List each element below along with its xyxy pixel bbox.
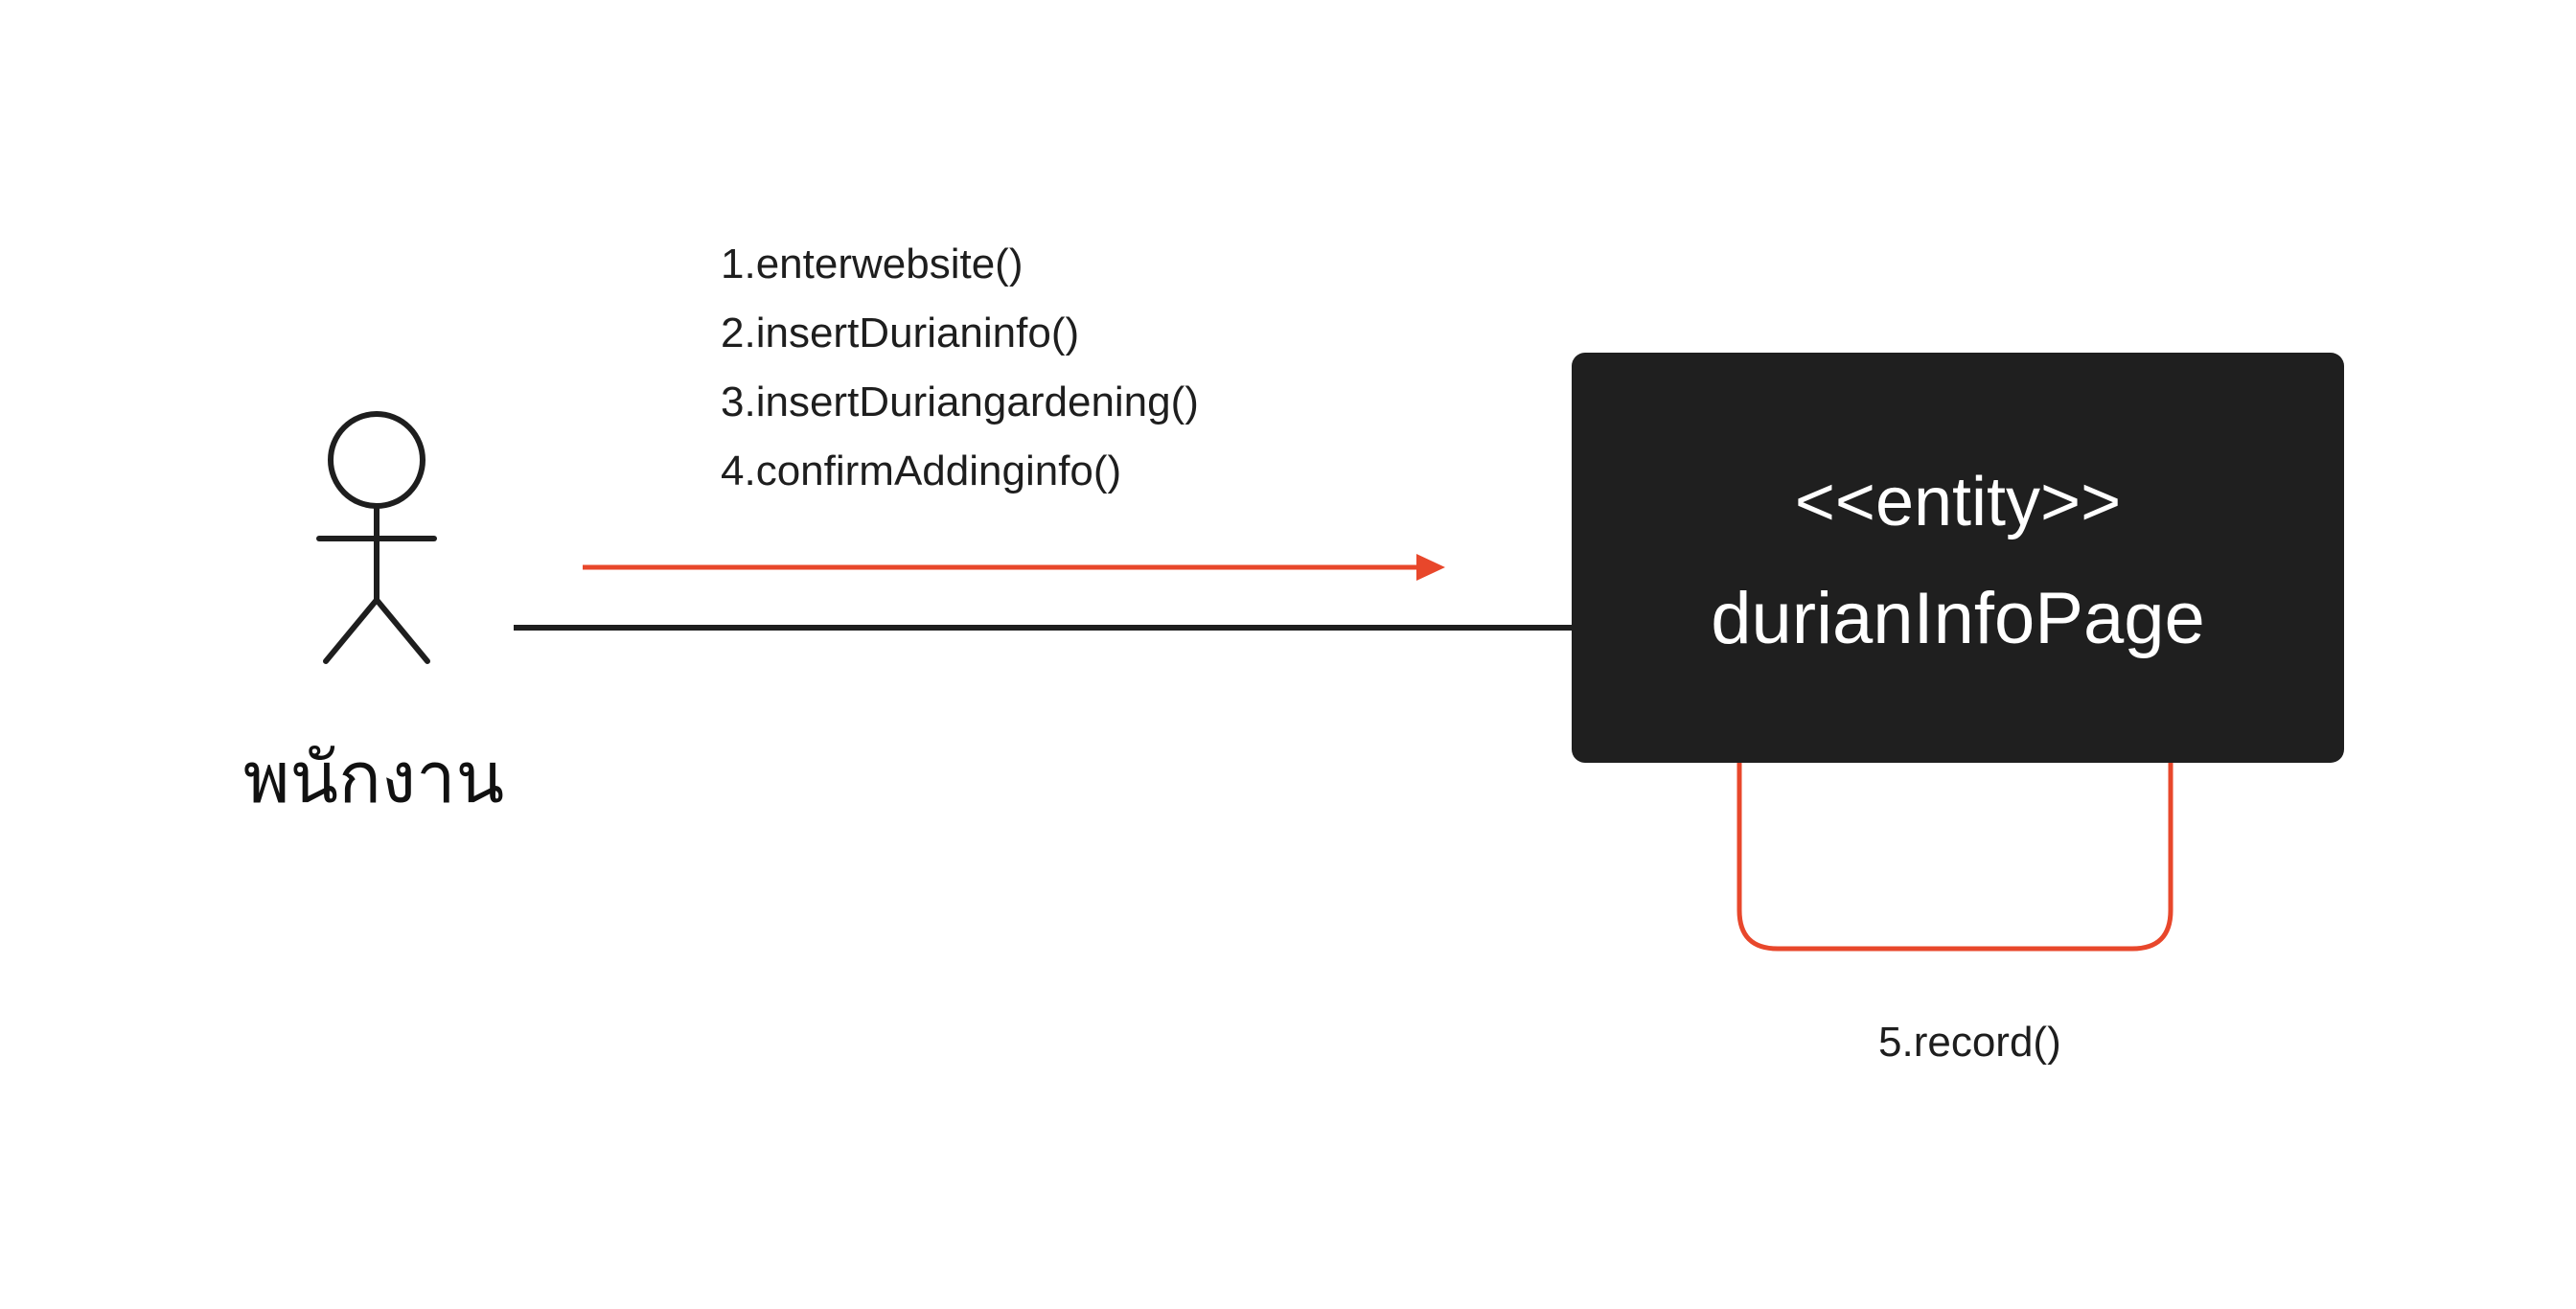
self-message-label: 5.record() bbox=[1878, 1019, 2061, 1066]
actor-stick-figure-icon bbox=[316, 411, 437, 664]
message-label: 3.insertDuriangardening() bbox=[721, 379, 1199, 425]
actor-left-leg bbox=[323, 597, 380, 664]
message-label: 4.confirmAddinginfo() bbox=[721, 448, 1122, 494]
entity-box: <<entity>> durianInfoPage bbox=[1572, 353, 2344, 763]
actor-right-leg bbox=[374, 597, 430, 664]
message-label: 1.enterwebsite() bbox=[721, 241, 1024, 287]
self-message-loop bbox=[1736, 762, 2174, 952]
message-arrow-head-icon bbox=[1416, 554, 1445, 581]
actor-head bbox=[328, 411, 426, 509]
actor-label: พนักงาน bbox=[242, 737, 505, 819]
message-label: 2.insertDurianinfo() bbox=[721, 310, 1080, 356]
entity-stereotype: <<entity>> bbox=[1794, 464, 2122, 540]
message-list: 1.enterwebsite() 2.insertDurianinfo() 3.… bbox=[721, 238, 1199, 514]
entity-name: durianInfoPage bbox=[1711, 578, 2205, 659]
message-arrow bbox=[583, 554, 1445, 581]
